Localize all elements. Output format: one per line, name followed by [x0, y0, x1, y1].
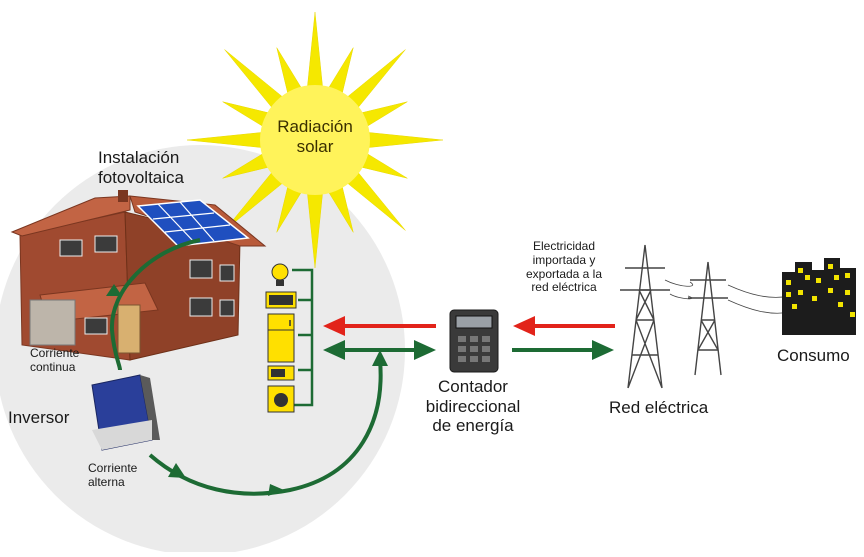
- ac-label-line1: Corriente: [88, 461, 138, 475]
- red-arrow-from-grid: [513, 316, 615, 336]
- fridge-icon: [267, 313, 295, 363]
- sun-ray: [364, 131, 444, 149]
- appliances-panel: [265, 263, 314, 413]
- inverter-icon: [91, 374, 160, 451]
- lightbulb-icon: [271, 263, 289, 286]
- consumption-label: Consumo: [777, 346, 850, 365]
- ac-label-line2: alterna: [88, 474, 125, 489]
- grid-flow-label-line1: Electricidad: [532, 239, 596, 253]
- dc-label-line2: continua: [30, 359, 76, 374]
- meter-label-line2: bidireccional: [425, 396, 521, 416]
- green-arrow-to-grid: [512, 340, 614, 360]
- sun-label-line2: solar: [296, 136, 334, 156]
- green-arrow-bidirectional: [323, 340, 436, 360]
- dc-label: Corriente continua: [30, 346, 80, 375]
- microwave-icon: [267, 365, 295, 381]
- installation-label: Instalación fotovoltaica: [98, 148, 184, 187]
- meter-label: Contador bidireccional de energía: [408, 377, 538, 436]
- grid-flow-label-line4: red eléctrica: [531, 280, 597, 295]
- house-icon: [10, 190, 267, 361]
- grid-label: Red eléctrica: [609, 398, 709, 417]
- ac-flow-arrow: [148, 359, 383, 496]
- power-tower-icon: [620, 244, 791, 389]
- sun-label: Radiación solar: [262, 117, 368, 156]
- grid-flow-label: Electricidad importada y exportada a la …: [510, 239, 618, 295]
- solar-panel-icon: [136, 199, 250, 247]
- meter-label-line3: de energía: [432, 416, 514, 436]
- sun-ray: [306, 11, 324, 91]
- sun-icon: [186, 11, 444, 269]
- meter-label-line1: Contador: [438, 377, 508, 396]
- tv-icon: [265, 291, 297, 309]
- grid-flow-label-line3: exportada a la: [525, 266, 603, 281]
- inverter-label: Inversor: [8, 408, 70, 427]
- washing-machine-icon: [267, 385, 295, 413]
- dc-label-line1: Corriente: [30, 346, 80, 360]
- dc-flow-arrow: [109, 238, 201, 371]
- ac-label: Corriente alterna: [88, 461, 138, 490]
- city-icon: [782, 258, 856, 335]
- grid-flow-label-line2: importada y: [532, 252, 596, 267]
- installation-label-line1: Instalación: [98, 148, 180, 167]
- sun-label-line1: Radiación: [277, 117, 353, 136]
- installation-label-line2: fotovoltaica: [98, 167, 184, 187]
- red-arrow-import-left: [323, 316, 436, 336]
- meter-icon: [449, 309, 499, 373]
